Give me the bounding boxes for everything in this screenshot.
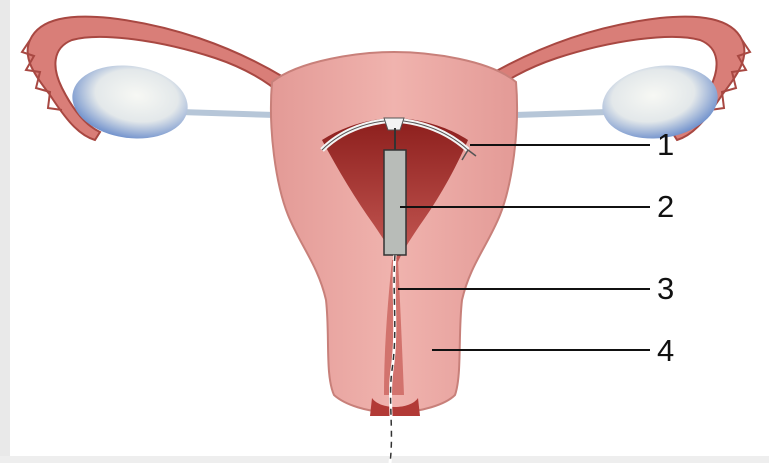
right-ovarian-ligament [515,112,608,115]
callout-label-2: 2 [657,189,674,224]
bottom-border-strip [0,456,769,463]
left-ovarian-ligament [180,112,275,115]
iud-stem [384,150,406,255]
callout-label-3: 3 [657,271,674,306]
callout-label-4: 4 [657,333,674,368]
left-border-strip [0,0,10,463]
callout-label-1: 1 [657,127,674,162]
